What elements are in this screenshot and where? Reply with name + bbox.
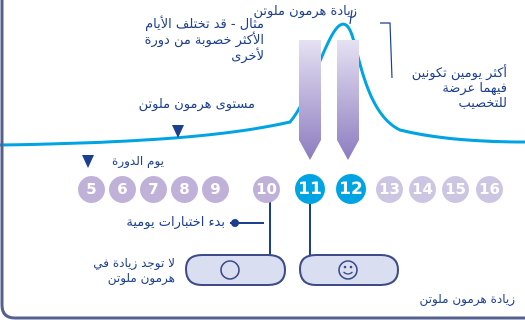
day-circle-15: 15 <box>442 176 469 203</box>
example-note-line-3: لأخرى <box>231 49 264 64</box>
day-circle-9: 9 <box>202 176 229 203</box>
day-circle-12: 12 <box>336 174 366 204</box>
surge-result-label: زيادة هرمون ملوتن <box>419 292 515 306</box>
lh-level-label: مستوى هرمون ملوتن <box>138 97 255 112</box>
fertile-days-line-2: فيهما عرضة <box>442 81 507 96</box>
no-surge-line-2: هرمون ملوتن <box>107 271 175 285</box>
circle-icon <box>220 260 240 280</box>
day-circle-11: 11 <box>295 174 325 204</box>
lh-surge-top-label: زيادة هرمون ملوتن <box>253 4 357 19</box>
day-circle-8: 8 <box>171 176 198 203</box>
day-circle-6: 6 <box>109 176 136 203</box>
lh-level-arrow-icon <box>172 125 184 138</box>
day-circle-16: 16 <box>476 176 503 203</box>
example-note-label: مثال - قد تختلف الأيام الأكثر خصوبة من د… <box>145 17 264 65</box>
surge-test-window <box>298 254 400 286</box>
smiley-icon <box>338 260 358 280</box>
fertile-bar-day-11 <box>299 40 321 160</box>
example-note-line-1: مثال - قد تختلف الأيام <box>145 17 264 32</box>
start-testing-label: بدء اختبارات يومية <box>126 215 225 230</box>
no-surge-line-1: لا توجد زيادة في <box>93 256 175 270</box>
day-circle-10: 10 <box>253 176 280 203</box>
fertile-bar-day-12 <box>337 40 359 160</box>
cycle-day-label: يوم الدورة <box>112 154 164 168</box>
no-surge-label: لا توجد زيادة في هرمون ملوتن <box>93 256 175 286</box>
fertile-days-leader-line <box>380 22 393 79</box>
fertile-days-line-1: أكثر يومين تكونين <box>411 66 507 81</box>
fertile-days-label: أكثر يومين تكونين فيهما عرضة للتخصيب <box>412 66 507 111</box>
start-testing-dot <box>231 219 239 227</box>
day-circle-14: 14 <box>409 176 436 203</box>
day-circle-5: 5 <box>78 176 105 203</box>
lh-level-curve <box>0 22 525 147</box>
example-note-line-2: الأكثر خصوبة من دورة <box>144 33 264 48</box>
day-circle-7: 7 <box>140 176 167 203</box>
surge-leader-line <box>349 9 353 25</box>
no-surge-test-window <box>184 254 287 286</box>
day-circle-13: 13 <box>376 176 403 203</box>
cycle-day-arrow-icon <box>82 155 94 168</box>
fertile-days-line-3: للتخصيب <box>458 96 507 111</box>
